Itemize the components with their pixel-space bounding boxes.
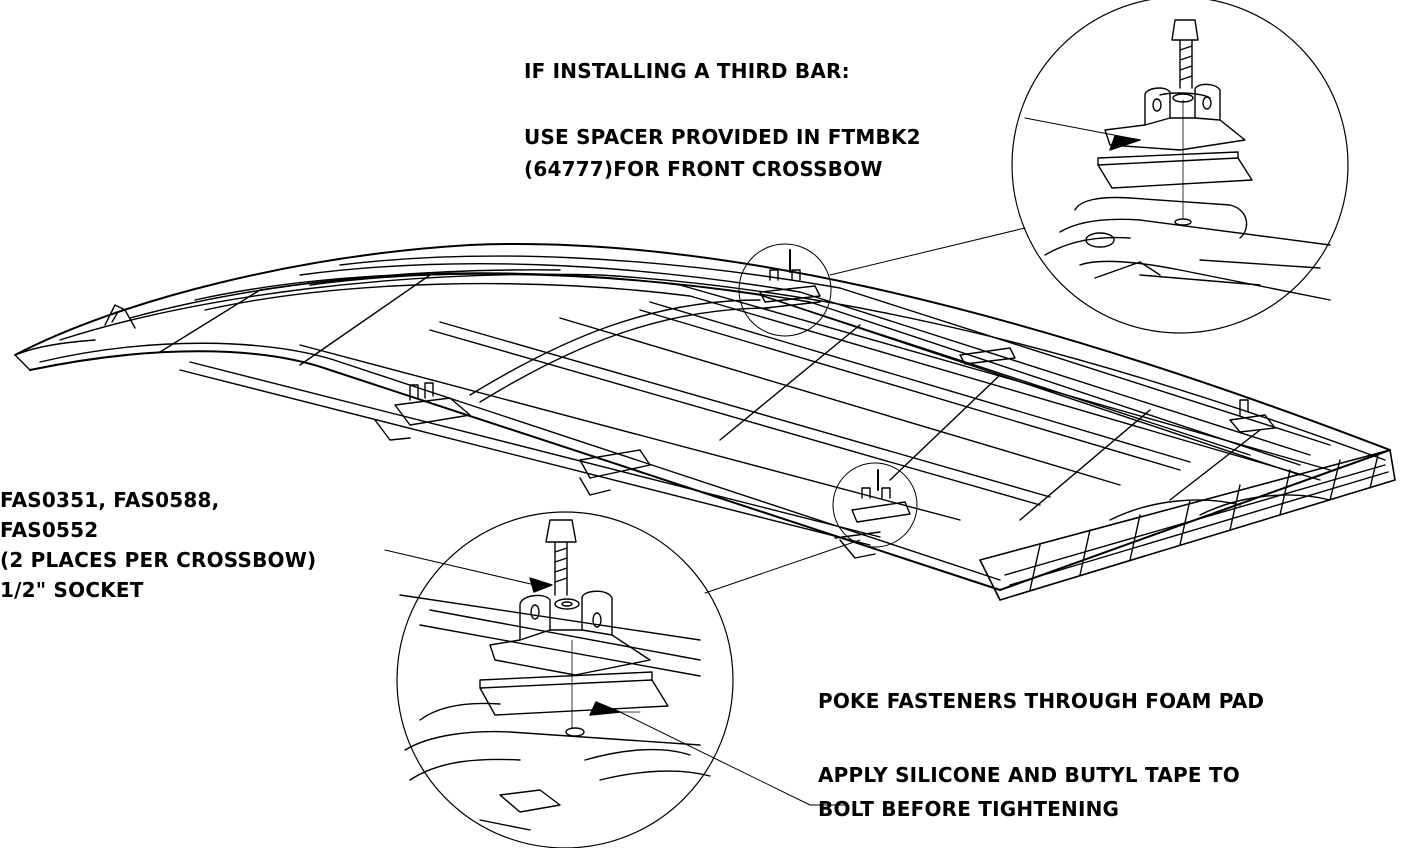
third-bar-note: IF INSTALLING A THIRD BAR: USE SPACER PR… — [524, 58, 921, 182]
silicone-note: APPLY SILICONE AND BUTYL TAPE TO BOLT BE… — [818, 762, 1240, 822]
fasteners-note: FAS0351, FAS0588, FAS0552 (2 PLACES PER … — [0, 487, 316, 603]
fasteners-line-2: FAS0552 — [0, 518, 99, 542]
silicone-line-2: BOLT BEFORE TIGHTENING — [818, 797, 1120, 821]
fasteners-line-3: (2 PLACES PER CROSSBOW) — [0, 548, 317, 572]
third-bar-line-1: USE SPACER PROVIDED IN FTMBK2 — [524, 125, 921, 149]
third-bar-heading: IF INSTALLING A THIRD BAR: — [524, 59, 850, 83]
fasteners-line-4: 1/2" SOCKET — [0, 578, 144, 602]
side-brackets — [374, 347, 1276, 559]
roof-panel — [14, 243, 1396, 601]
foam-pad-line-1: POKE FASTENERS THROUGH FOAM PAD — [818, 689, 1265, 713]
silicone-line-1: APPLY SILICONE AND BUTYL TAPE TO — [818, 763, 1240, 787]
third-bar-line-2: (64777)FOR FRONT CROSSBOW — [524, 157, 883, 181]
foam-pad-note: POKE FASTENERS THROUGH FOAM PAD — [818, 688, 1264, 714]
front-trim-mesh — [979, 449, 1396, 601]
fasteners-line-1: FAS0351, FAS0588, — [0, 488, 220, 512]
detail-view-front-crossbow — [829, 0, 1349, 334]
detail-view-crossbow-fastener — [384, 511, 861, 848]
